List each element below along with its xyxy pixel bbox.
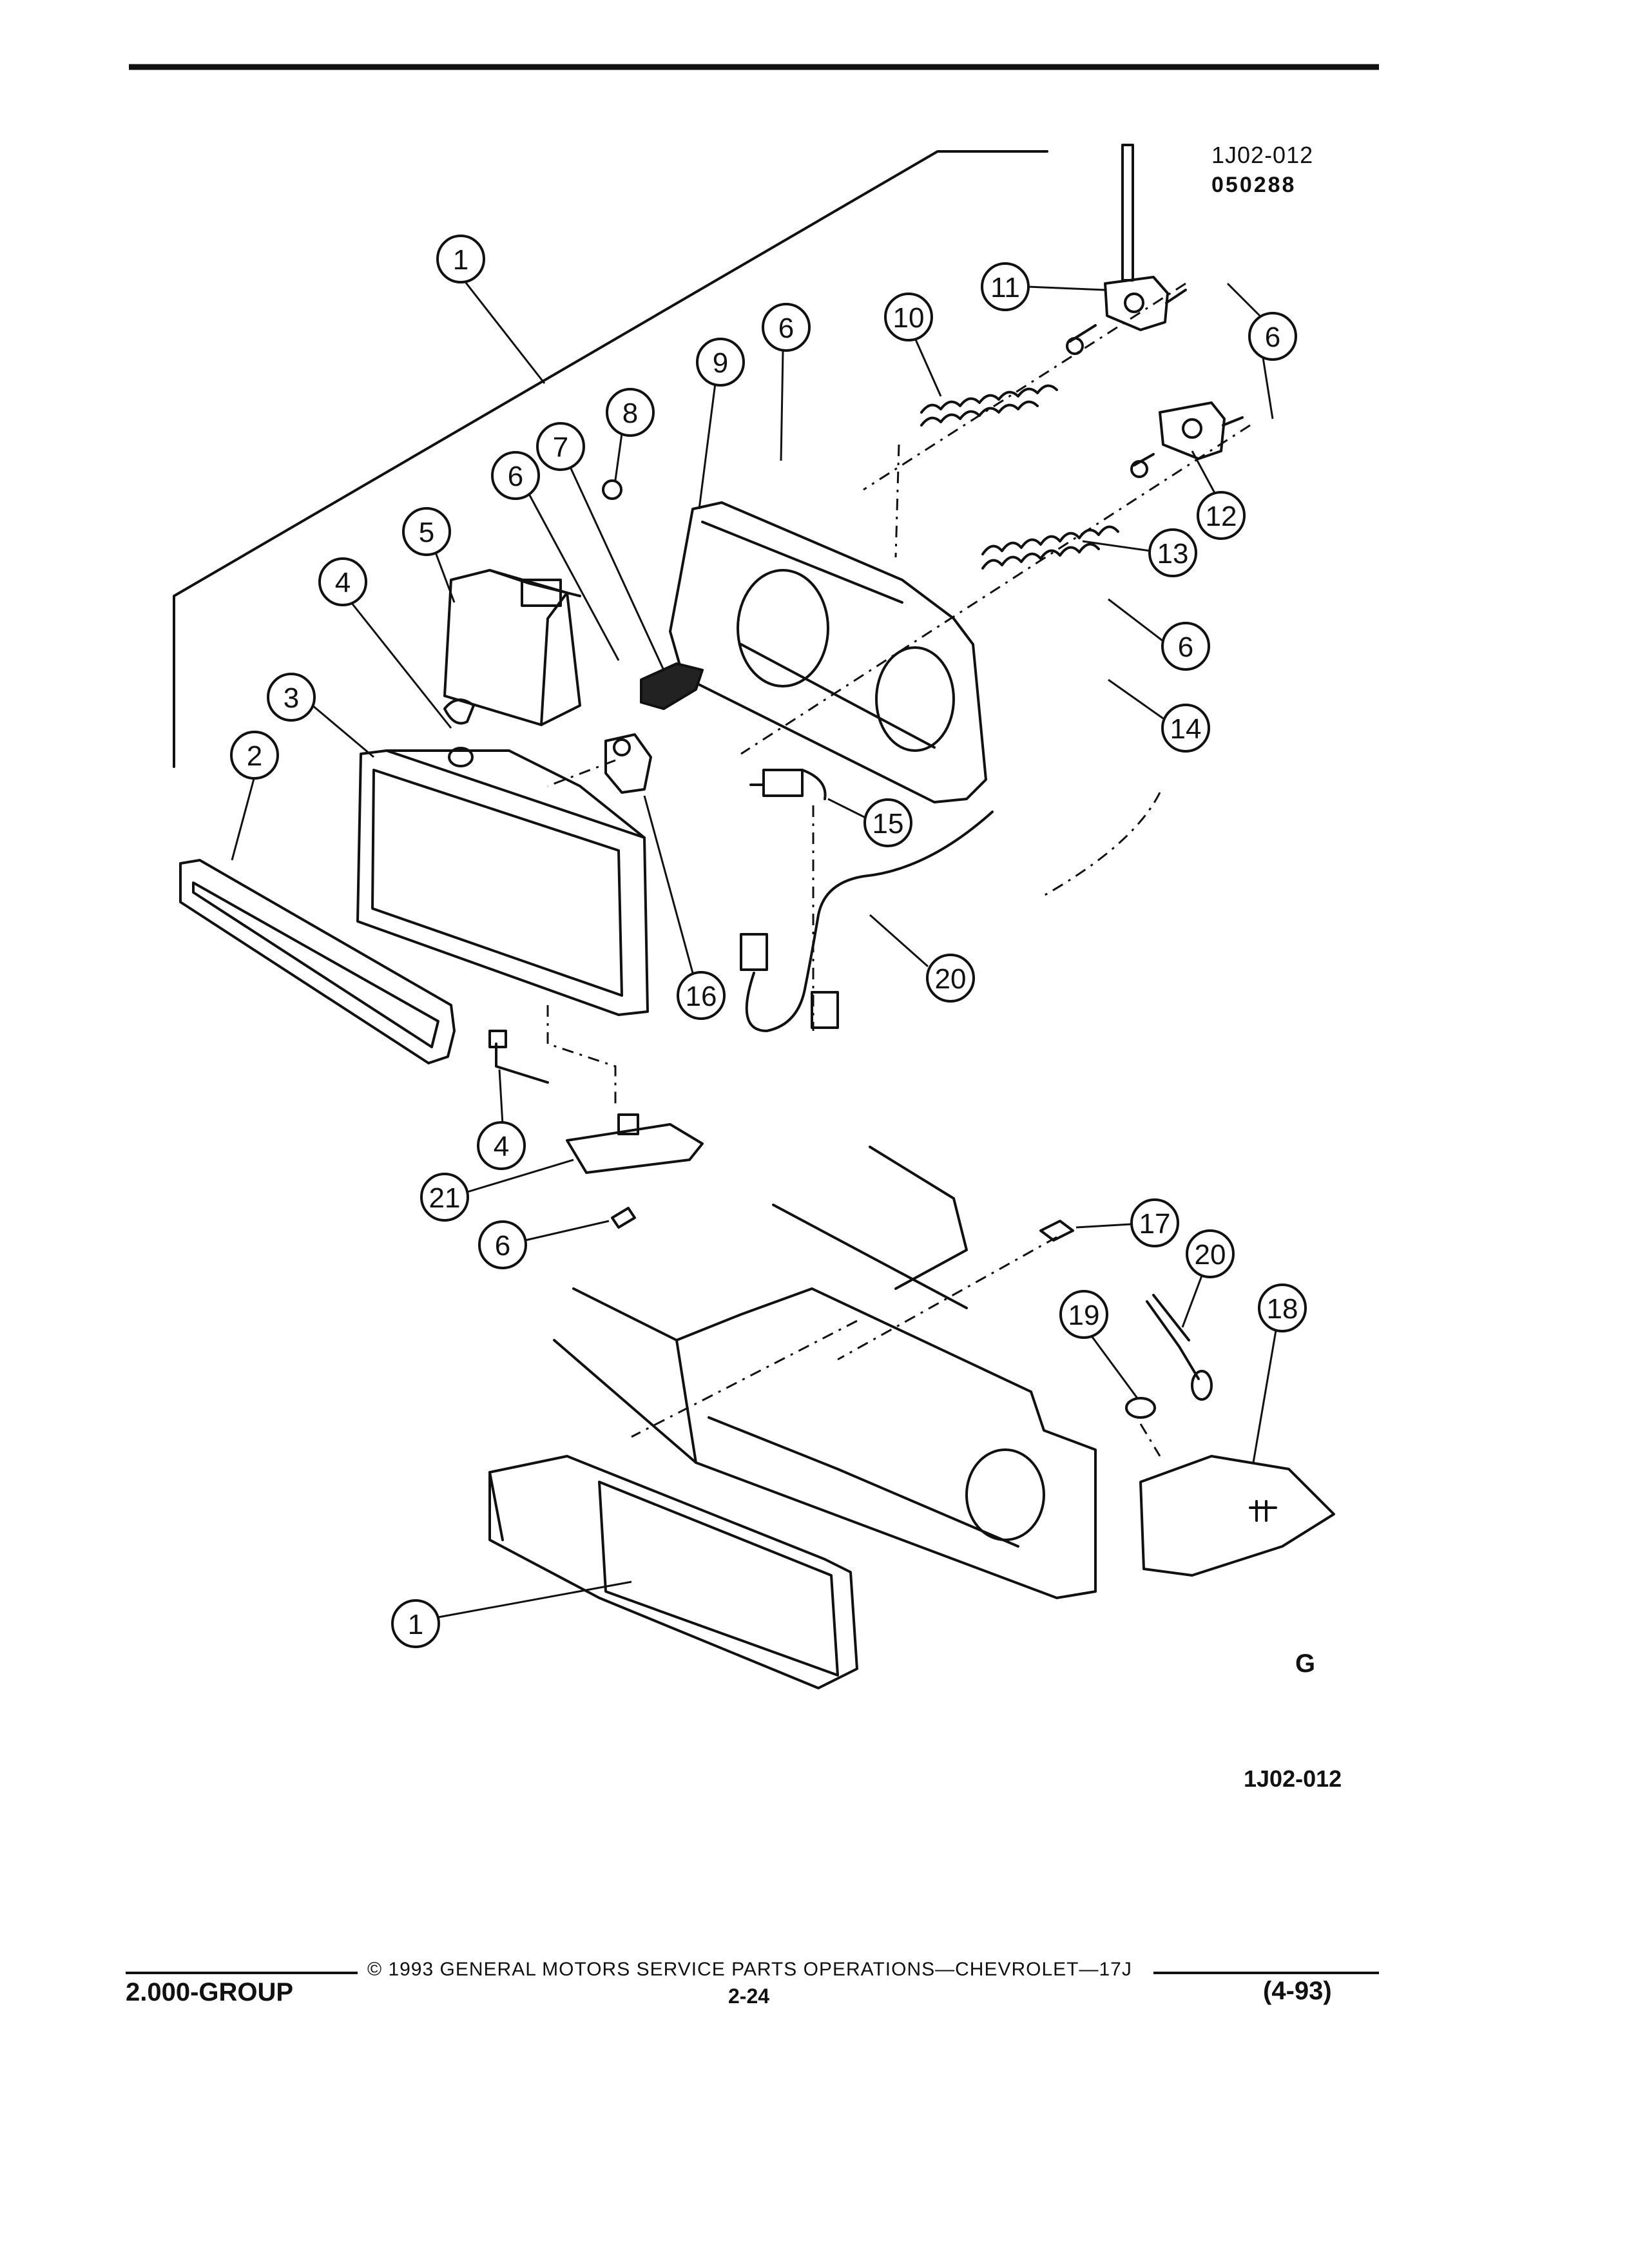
svg-text:6: 6 bbox=[508, 461, 523, 492]
callout-6-c: 6 bbox=[1226, 282, 1297, 419]
spring-lower bbox=[981, 525, 1119, 570]
callout-6-e: 6 bbox=[478, 1220, 610, 1269]
clip-8 bbox=[602, 479, 622, 500]
callout-6-b: 6 bbox=[762, 303, 811, 461]
svg-text:21: 21 bbox=[429, 1182, 461, 1214]
svg-text:3: 3 bbox=[284, 682, 299, 714]
svg-text:20: 20 bbox=[935, 963, 967, 995]
lamp-module-small bbox=[443, 569, 581, 726]
bracket-21 bbox=[566, 1113, 704, 1174]
svg-text:4: 4 bbox=[335, 567, 351, 599]
assembly-dashed-lines bbox=[546, 282, 1251, 1457]
callout-17: 17 bbox=[1075, 1198, 1179, 1247]
callout-4-lower: 4 bbox=[477, 1069, 526, 1170]
footer-date: (4-93) bbox=[1263, 1977, 1332, 2005]
callout-20-lower: 20 bbox=[1181, 1229, 1235, 1328]
retainer-upper bbox=[443, 698, 475, 767]
callout-3: 3 bbox=[267, 673, 374, 758]
svg-text:2: 2 bbox=[247, 740, 262, 772]
svg-text:4: 4 bbox=[494, 1131, 509, 1162]
callout-21: 21 bbox=[420, 1158, 574, 1222]
svg-text:8: 8 bbox=[622, 398, 638, 429]
svg-text:14: 14 bbox=[1170, 713, 1202, 745]
spring-upper bbox=[920, 384, 1058, 427]
svg-text:15: 15 bbox=[872, 808, 904, 840]
svg-text:20: 20 bbox=[1195, 1239, 1226, 1271]
svg-text:1: 1 bbox=[453, 244, 468, 276]
figure-code-top: 050288 bbox=[1211, 173, 1296, 197]
callout-2: 2 bbox=[230, 731, 279, 861]
svg-text:19: 19 bbox=[1068, 1300, 1100, 1331]
wiring-harness-upper bbox=[740, 811, 994, 1032]
callout-8: 8 bbox=[606, 388, 655, 481]
figure-reference-bottom: 1J02-012 bbox=[1244, 1765, 1342, 1792]
screw-lower-left bbox=[611, 1207, 636, 1229]
headlamp-adjuster-upper bbox=[1066, 144, 1187, 355]
bezel bbox=[179, 859, 456, 1064]
screw-17 bbox=[1039, 1220, 1074, 1242]
radiator-support-panel bbox=[553, 1146, 1097, 1599]
headlamp-lens-assembly bbox=[356, 749, 649, 1016]
footer-page-number: 2-24 bbox=[728, 1984, 770, 2008]
callout-10: 10 bbox=[884, 293, 942, 397]
svg-text:1: 1 bbox=[408, 1609, 423, 1640]
callout-6-a: 6 bbox=[491, 451, 620, 661]
parking-lamp bbox=[1139, 1455, 1335, 1577]
callout-20-upper: 20 bbox=[869, 914, 975, 1003]
svg-text:11: 11 bbox=[990, 272, 1020, 303]
callout-6-d: 6 bbox=[1108, 598, 1210, 671]
gm-logo-mark: G bbox=[1295, 1649, 1316, 1678]
footer-group: 2.000-GROUP bbox=[126, 1978, 294, 2006]
svg-text:6: 6 bbox=[495, 1230, 510, 1262]
pivot-clip bbox=[640, 662, 704, 710]
svg-text:12: 12 bbox=[1206, 501, 1237, 532]
svg-text:10: 10 bbox=[893, 302, 925, 334]
callout-19: 19 bbox=[1059, 1290, 1139, 1399]
callout-1-upper: 1 bbox=[436, 235, 546, 384]
callouts: 1 2 3 4 5 6 7 8 bbox=[230, 235, 1307, 1648]
svg-text:17: 17 bbox=[1139, 1208, 1171, 1240]
svg-text:9: 9 bbox=[713, 347, 728, 379]
callout-7: 7 bbox=[536, 422, 665, 671]
svg-text:5: 5 bbox=[419, 517, 434, 548]
callout-5: 5 bbox=[402, 507, 456, 603]
svg-text:6: 6 bbox=[778, 312, 794, 344]
headlamp-mounting-housing bbox=[669, 501, 987, 803]
svg-text:6: 6 bbox=[1265, 322, 1280, 353]
headlamp-bulb bbox=[749, 769, 827, 800]
callout-15: 15 bbox=[827, 798, 912, 847]
callout-14: 14 bbox=[1108, 678, 1210, 753]
svg-text:16: 16 bbox=[686, 981, 717, 1012]
figure-reference-top: 1J02-012 bbox=[1211, 142, 1314, 168]
callout-18: 18 bbox=[1252, 1283, 1307, 1463]
callout-11: 11 bbox=[981, 262, 1106, 311]
assembly-bracket-line bbox=[173, 150, 1048, 768]
parts-artwork bbox=[173, 144, 1335, 1689]
svg-text:18: 18 bbox=[1267, 1293, 1298, 1325]
headlamp-adjuster-lower bbox=[1130, 401, 1244, 478]
adjuster-bracket bbox=[604, 733, 652, 794]
svg-text:6: 6 bbox=[1178, 631, 1193, 663]
svg-text:13: 13 bbox=[1157, 538, 1189, 570]
callout-12: 12 bbox=[1191, 450, 1246, 540]
wiring-parking bbox=[1146, 1294, 1213, 1401]
headlamp-assembly-installed bbox=[488, 1455, 858, 1689]
socket-gasket bbox=[1125, 1397, 1156, 1419]
callout-1-lower: 1 bbox=[391, 1581, 632, 1648]
callout-16: 16 bbox=[643, 795, 726, 1020]
callout-13: 13 bbox=[1082, 528, 1197, 577]
footer-copyright: © 1993 GENERAL MOTORS SERVICE PARTS OPER… bbox=[367, 1959, 1132, 1980]
retainer-lower bbox=[488, 1030, 549, 1084]
callout-4-upper: 4 bbox=[318, 557, 452, 729]
callout-9: 9 bbox=[696, 338, 745, 510]
svg-text:7: 7 bbox=[553, 432, 568, 463]
